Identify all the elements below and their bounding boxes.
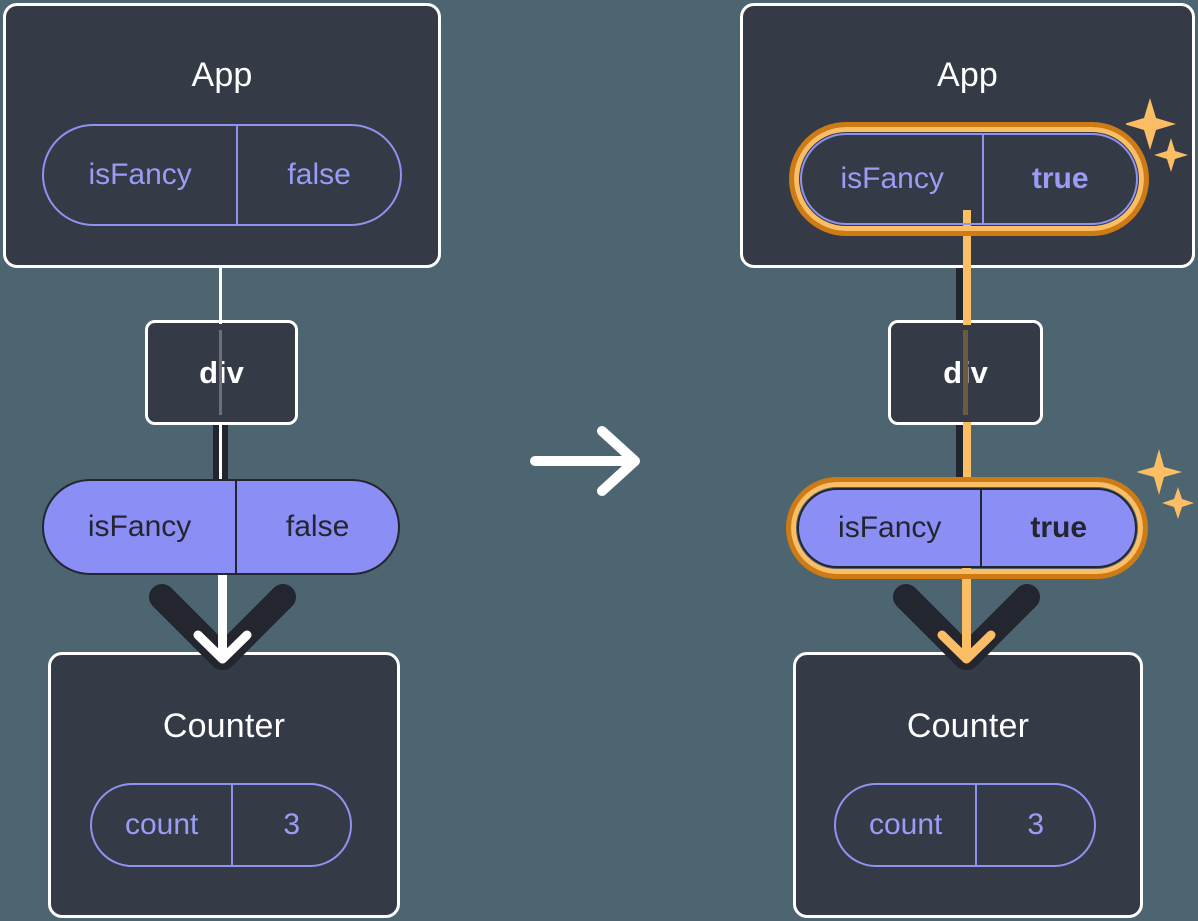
left-prop-pill: isFancy false: [42, 479, 400, 575]
right-counter-title: Counter: [906, 707, 1030, 745]
right-app-prop-value: true: [982, 135, 1136, 223]
right-edge-through-div: [963, 330, 968, 415]
left-edge-app-to-div: [219, 266, 222, 324]
left-app-prop-pill: isFancy false: [42, 124, 402, 226]
right-app-prop-pill: isFancy true: [800, 133, 1138, 225]
right-counter-state-key: count: [868, 808, 943, 841]
left-counter-title: Counter: [162, 707, 286, 745]
left-app-prop-key: isFancy: [88, 158, 192, 191]
right-prop-pill: isFancy true: [797, 488, 1137, 568]
right-counter-state-pill: count 3: [834, 783, 1096, 867]
right-arrow-pill-to-counter: [874, 560, 1059, 675]
left-prop-pill-key: isFancy: [87, 510, 192, 543]
left-counter-state-pill: count 3: [90, 783, 352, 867]
right-app-title: App: [936, 56, 999, 94]
right-edge-app-to-div: [963, 210, 971, 325]
right-edge-div-to-pill: [963, 422, 971, 487]
right-app-prop-key: isFancy: [840, 162, 944, 195]
left-edge-through-div: [219, 330, 222, 415]
left-counter-state-value: 3: [231, 785, 350, 865]
right-prop-pill-value: true: [980, 490, 1135, 566]
right-counter-state-value: 3: [975, 785, 1094, 865]
left-edge-div-to-pill: [219, 422, 222, 487]
left-prop-pill-value: false: [235, 481, 398, 573]
left-counter-state-key: count: [124, 808, 199, 841]
transition-right-arrow-icon: [530, 425, 648, 497]
left-arrow-pill-to-counter: [130, 560, 315, 675]
right-prop-sparkle-icon: [1137, 447, 1195, 523]
left-app-prop-value: false: [236, 126, 400, 224]
right-prop-pill-key: isFancy: [838, 511, 942, 544]
left-app-title: App: [191, 56, 253, 94]
